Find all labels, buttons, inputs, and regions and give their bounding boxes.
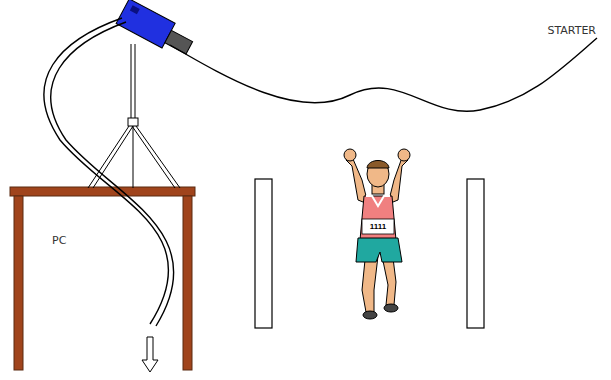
- gate-post: [467, 179, 484, 328]
- down-arrow: [142, 337, 158, 372]
- bib-number: 1111: [370, 223, 386, 231]
- race-bib: [362, 219, 394, 234]
- cable: [44, 18, 597, 326]
- gate-post: [255, 179, 272, 328]
- device-label: PC: [52, 235, 66, 246]
- device-label: STARTER: [547, 25, 596, 36]
- tripod: [88, 44, 180, 188]
- runner: [344, 149, 410, 319]
- camera: [116, 0, 196, 59]
